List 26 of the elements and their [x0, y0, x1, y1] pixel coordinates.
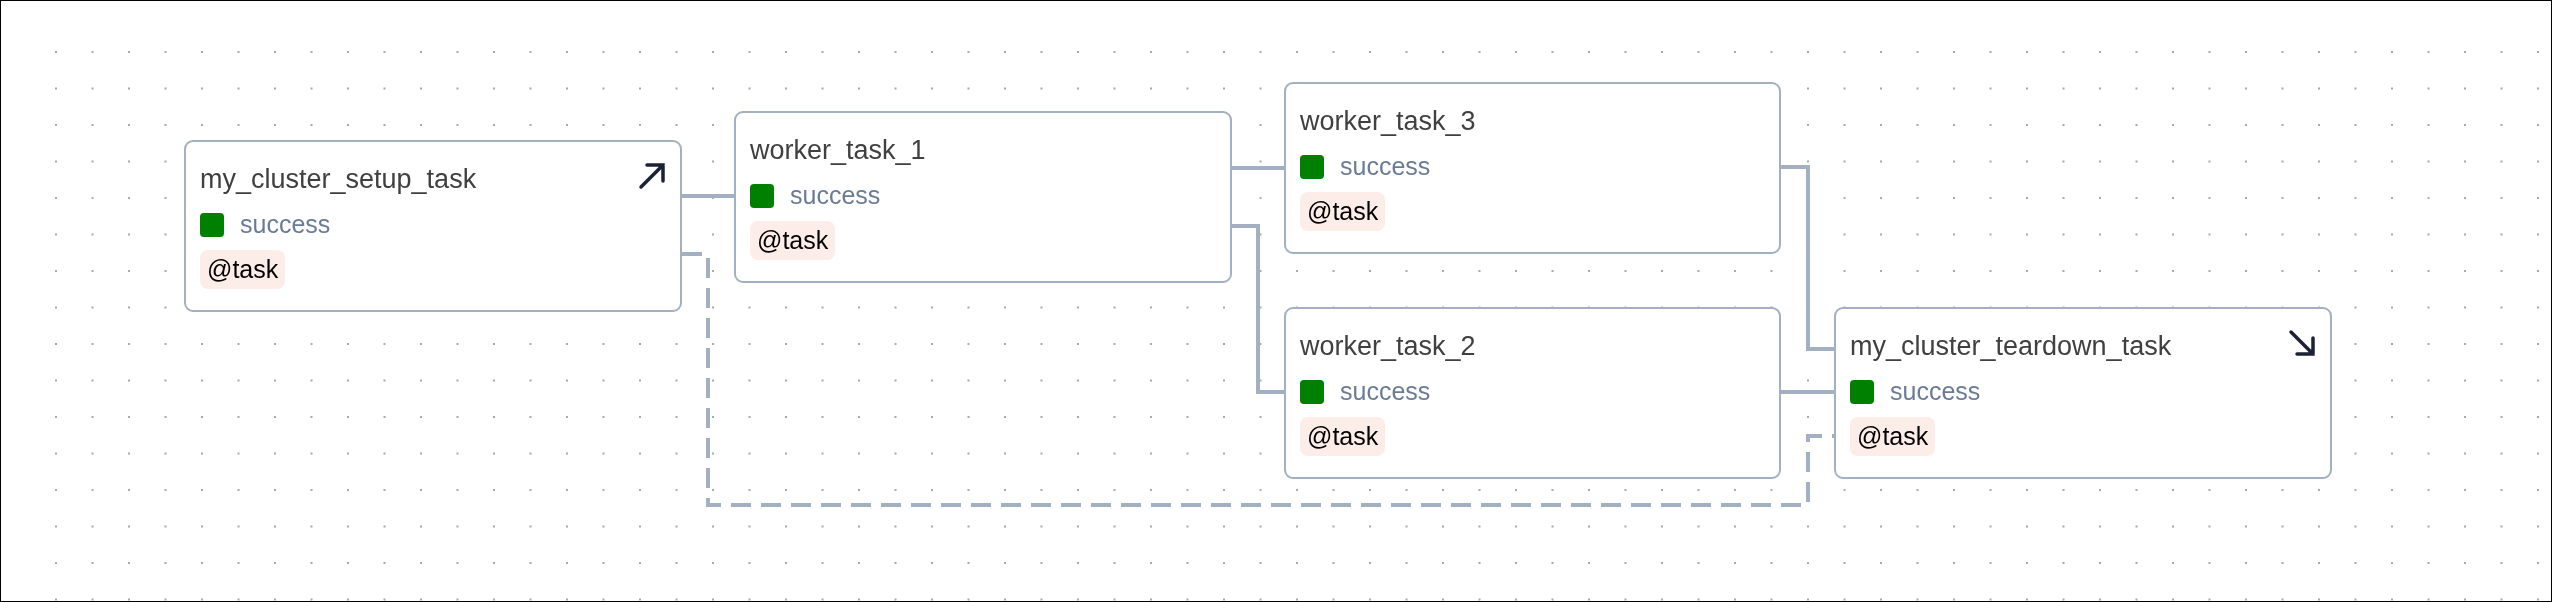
operator-tag: @task [1300, 192, 1386, 231]
task-node [1834, 307, 2332, 479]
operator-tag: @task [200, 250, 286, 289]
task-name: my_cluster_setup_task [200, 164, 477, 195]
connector [1781, 390, 1834, 394]
task-node [1284, 307, 1781, 479]
operator-tag: @task [1300, 417, 1386, 456]
connector [1781, 165, 1834, 351]
connector [1232, 224, 1284, 394]
task-node [184, 140, 682, 312]
operator-tag: @task [750, 221, 836, 260]
dashed-connector [682, 252, 1834, 507]
task-name: worker_task_3 [1300, 106, 1476, 137]
task-name: worker_task_2 [1300, 331, 1476, 362]
task-node [1284, 82, 1781, 254]
connector [682, 194, 734, 198]
task-status: success [790, 181, 881, 210]
connector [1232, 166, 1284, 170]
task-name: worker_task_1 [750, 135, 926, 166]
task-status: success [1340, 377, 1431, 406]
task-status: success [240, 210, 331, 239]
task-status: success [1890, 377, 1981, 406]
task-status: success [1340, 152, 1431, 181]
task-name: my_cluster_teardown_task [1850, 331, 2172, 362]
task-node [734, 111, 1232, 283]
operator-tag: @task [1850, 417, 1936, 456]
